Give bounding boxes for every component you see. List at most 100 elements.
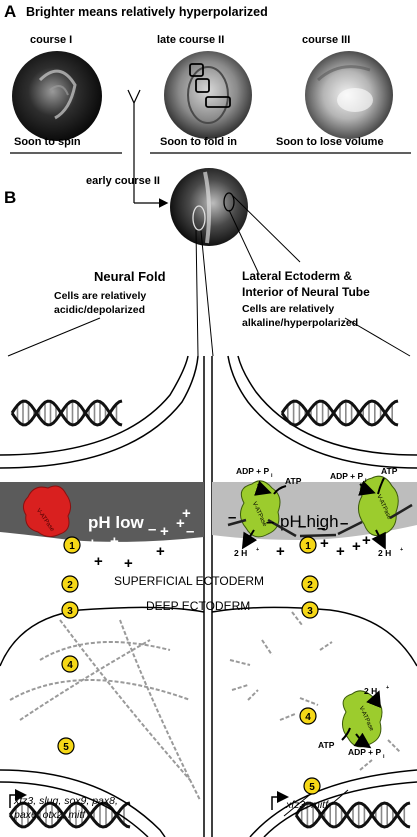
panel-a-letter: A: [4, 2, 16, 21]
svg-text:+: +: [182, 505, 191, 522]
svg-text:+: +: [94, 553, 103, 570]
neural-fold-line1: Cells are relatively: [54, 290, 146, 302]
dna-helix-bottom-right: [294, 801, 411, 829]
sub-i-1: i: [271, 473, 273, 479]
adp-label-1: ADP + P: [236, 466, 269, 476]
cytoskeleton-left: [9, 619, 201, 801]
svg-text:+: +: [276, 543, 285, 560]
nucleus-top-left: [0, 355, 199, 469]
marker-3-right: 3: [301, 601, 319, 619]
adp-label-3: ADP + P: [348, 747, 381, 757]
cytoskeleton-right: [229, 611, 401, 771]
embryo-course-1: [12, 51, 102, 141]
svg-text:+: +: [124, 555, 133, 572]
atp-label-1: ATP: [285, 476, 302, 486]
svg-text:5: 5: [63, 742, 69, 753]
atp-label-3: ATP: [318, 740, 335, 750]
svg-text:–: –: [317, 520, 325, 537]
ph-low-label: pH low: [88, 513, 144, 532]
svg-text:3: 3: [307, 606, 313, 617]
course-1-caption: Soon to spin: [14, 136, 81, 148]
svg-text:–: –: [148, 521, 156, 538]
marker-2-right: 2: [301, 575, 319, 593]
lateral-line1: Cells are relatively: [242, 303, 334, 315]
marker-3-left: 3: [61, 601, 79, 619]
svg-text:–: –: [116, 546, 124, 563]
nucleus-bottom-left: [0, 769, 166, 837]
genes-left-line2: pax6, otx2, mitf: [13, 809, 86, 821]
svg-text:2: 2: [67, 580, 73, 591]
embryo-course-2-early: [170, 168, 248, 246]
lateral-line2: alkaline/hyperpolarized: [242, 317, 358, 329]
v-atpase-pump-red: V-ATPase: [22, 485, 72, 538]
proton-label-3: 2 H: [364, 686, 377, 696]
svg-text:–: –: [340, 515, 348, 532]
callout-lines: [7, 195, 411, 357]
nucleus-top-right: [227, 355, 417, 469]
svg-text:4: 4: [305, 712, 311, 723]
svg-text:+: +: [386, 685, 389, 691]
genes-left-line1: xfz3, slug, sox9, pax8,: [13, 795, 118, 807]
svg-text:–: –: [298, 518, 306, 535]
genes-right-strike-2: [319, 789, 349, 815]
gene-arrow-left: [9, 789, 27, 808]
membrane-segments-right: [227, 503, 413, 538]
dna-helix-top-left: [10, 399, 123, 427]
superficial-ectoderm-label: SUPERFICIAL ECTODERM: [114, 574, 264, 588]
course-1-title: course I: [30, 34, 72, 46]
svg-text:–: –: [266, 514, 274, 531]
svg-text:2: 2: [307, 580, 313, 591]
course-3-title: course III: [302, 34, 350, 46]
embryo-course-2-late: [164, 51, 252, 139]
dna-helix-top-right: [280, 399, 399, 427]
marker-5-right: 5: [303, 777, 321, 795]
lateral-title-1: Lateral Ectoderm &: [242, 269, 352, 283]
marker-1-left: 1: [63, 536, 81, 554]
neural-fold-line2: acidic/depolarized: [54, 304, 145, 316]
svg-text:+: +: [256, 547, 259, 553]
marker-5-left: 5: [57, 737, 75, 755]
svg-text:4: 4: [67, 660, 73, 671]
svg-text:+: +: [156, 543, 165, 560]
charge-signs-right: – – – – – + + + + +: [228, 509, 371, 560]
svg-text:+: +: [336, 543, 345, 560]
svg-text:–: –: [186, 523, 194, 540]
early-course-2-label: early course II: [86, 175, 160, 187]
svg-text:1: 1: [69, 541, 75, 552]
proton-label-1: 2 H: [234, 548, 247, 558]
course-2-title: late course II: [157, 34, 224, 46]
svg-text:+: +: [400, 547, 403, 553]
marker-4-right: 4: [299, 707, 317, 725]
svg-text:+: +: [160, 523, 169, 540]
atp-arrows-top: [241, 477, 386, 550]
adp-label-2: ADP + P: [330, 471, 363, 481]
svg-text:+: +: [362, 532, 371, 549]
proton-label-2: 2 H: [378, 548, 391, 558]
svg-text:3: 3: [67, 606, 73, 617]
svg-text:+: +: [352, 538, 361, 555]
atp-arrows-bottom: [341, 690, 381, 749]
lateral-title-2: Interior of Neural Tube: [242, 285, 370, 299]
svg-text:+: +: [88, 535, 97, 552]
marker-1-right: 1: [299, 536, 317, 554]
atp-label-2: ATP: [381, 466, 398, 476]
sub-i-3: i: [383, 754, 385, 760]
ph-high-label: pH high: [280, 512, 339, 531]
course-3-caption: Soon to lose volume: [276, 136, 384, 148]
svg-text:+: +: [320, 535, 329, 552]
svg-text:5: 5: [309, 782, 315, 793]
gene-arrow-right: [271, 791, 289, 810]
svg-text:–: –: [228, 509, 236, 526]
svg-text:+: +: [176, 515, 185, 532]
marker-2-left: 2: [61, 575, 79, 593]
neural-fold-title: Neural Fold: [94, 269, 166, 284]
genes-right: xfz3, mitf: [285, 799, 329, 811]
branch-arrow: [127, 89, 169, 208]
panel-a-heading: Brighter means relatively hyperpolarized: [26, 5, 268, 19]
atp-labels-top: ADP + P i ATP ADP + P i ATP 2 H + 2 H +: [234, 466, 403, 558]
embryo-course-3: [305, 51, 393, 139]
marker-4-left: 4: [61, 655, 79, 673]
course-2-caption: Soon to fold in: [160, 136, 237, 148]
dna-helix-bottom-left: [8, 801, 131, 829]
